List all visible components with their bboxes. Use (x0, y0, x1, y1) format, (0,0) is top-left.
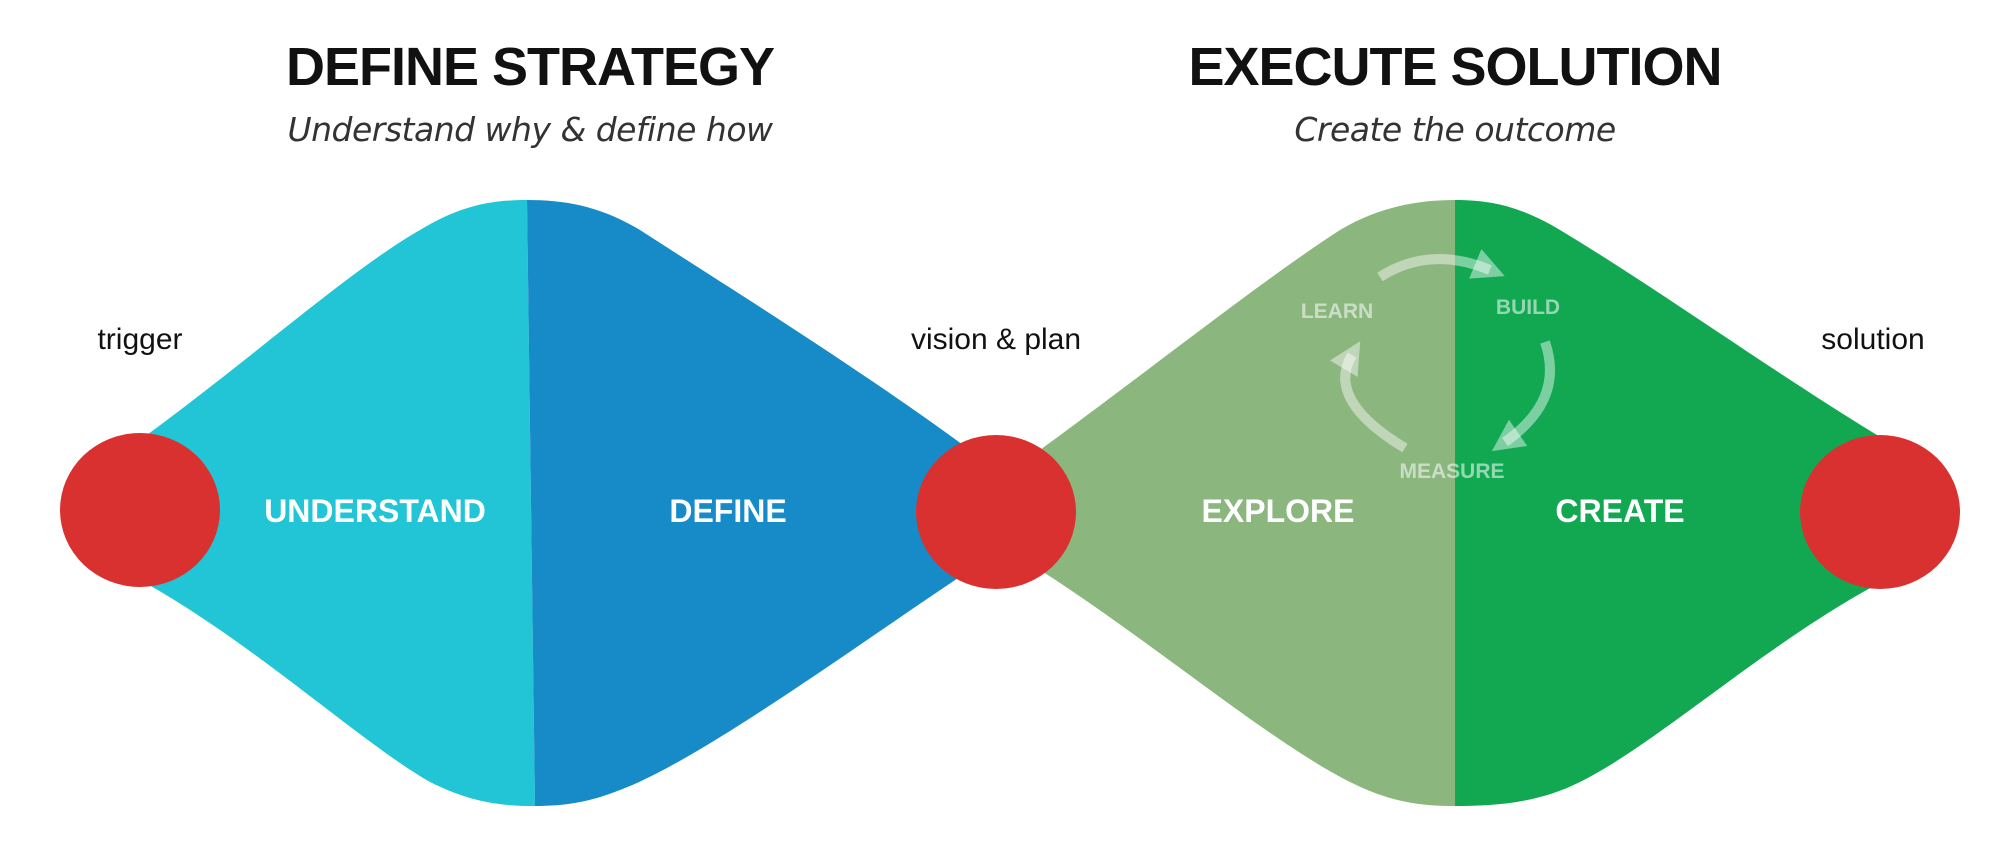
create-label: CREATE (1555, 493, 1684, 529)
cycle-learn-label: LEARN (1301, 300, 1373, 323)
vision-plan-label: vision & plan (911, 323, 1081, 356)
cycle-arrow-learn-to-build (1377, 249, 1505, 282)
define-label: DEFINE (669, 493, 786, 529)
explore-label: EXPLORE (1202, 493, 1355, 529)
understand-phase-shape (140, 200, 535, 806)
vision-milestone-circle (916, 435, 1076, 589)
strategy-title: DEFINE STRATEGY (286, 37, 775, 97)
solution-milestone-circle (1800, 435, 1960, 589)
cycle-build-label: BUILD (1496, 296, 1560, 319)
understand-label: UNDERSTAND (264, 493, 486, 529)
trigger-milestone-circle (60, 433, 220, 587)
create-phase-shape (1455, 200, 1885, 806)
cycle-arrow-measure-to-learn (1330, 341, 1408, 453)
solution-title: EXECUTE SOLUTION (1188, 37, 1721, 97)
trigger-label: trigger (97, 323, 182, 356)
define-phase-shape (527, 200, 970, 806)
solution-label: solution (1821, 323, 1924, 356)
solution-subtitle: Create the outcome (1294, 110, 1615, 149)
cycle-measure-label: MEASURE (1399, 460, 1504, 483)
cycle-arrow-build-to-measure (1491, 340, 1555, 452)
strategy-subtitle: Understand why & define how (287, 110, 774, 149)
